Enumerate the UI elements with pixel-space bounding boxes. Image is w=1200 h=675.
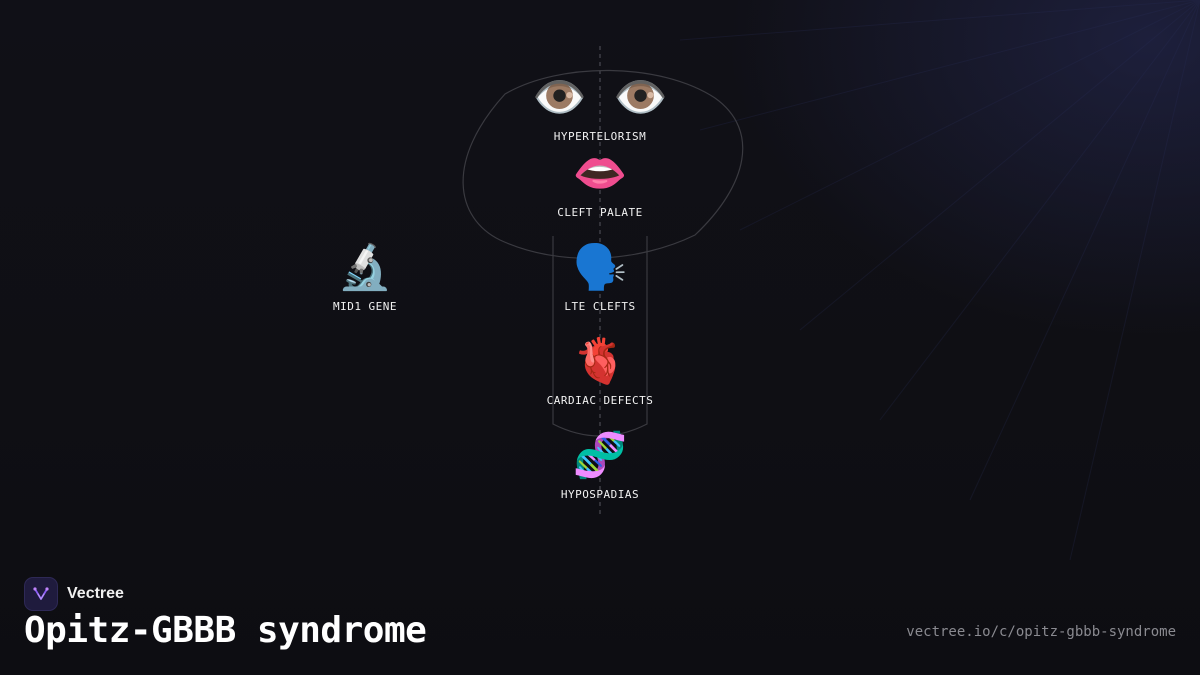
torso-outline (552, 236, 648, 437)
node-label-mid1-gene: MID1 GENE (332, 300, 398, 313)
brand[interactable]: Vectree (24, 577, 124, 611)
microscope-icon: 🔬 (337, 242, 393, 293)
node-label-hypospadias: HYPOSPADIAS (560, 488, 640, 501)
node-hypertelorism: 👁️ 👁️ HYPERTELORISM (532, 72, 668, 143)
speaking-head-icon: 🗣️ (572, 242, 628, 293)
node-cleft-palate: 👄 CLEFT PALATE (557, 148, 642, 219)
page-url-link[interactable]: vectree.io/c/opitz-gbbb-syndrome (906, 624, 1176, 640)
node-label-lte-clefts: LTE CLEFTS (564, 300, 636, 313)
eye-left-icon: 👁️ (532, 72, 587, 123)
dna-icon: 🧬 (572, 430, 628, 481)
page-title: Opitz-GBBB syndrome (24, 610, 427, 651)
node-label-hypertelorism: HYPERTELORISM (553, 130, 647, 143)
background-rays (680, 0, 1200, 560)
eye-right-icon: 👁️ (613, 72, 668, 123)
node-lte-clefts: 🗣️ LTE CLEFTS (564, 242, 635, 313)
node-label-cleft-palate: CLEFT PALATE (557, 206, 643, 219)
node-mid1-gene: 🔬 MID1 GENE (333, 242, 397, 313)
vectree-logo-icon (24, 577, 58, 611)
anatomical-heart-icon: 🫀 (572, 336, 628, 387)
node-label-cardiac-defects: CARDIAC DEFECTS (546, 394, 654, 407)
brand-name: Vectree (67, 585, 124, 602)
node-hypospadias: 🧬 HYPOSPADIAS (561, 430, 639, 501)
lips-icon: 👄 (572, 148, 628, 199)
eyes-icon: 👁️ 👁️ (532, 72, 668, 124)
head-outline (462, 69, 744, 259)
node-cardiac-defects: 🫀 CARDIAC DEFECTS (547, 336, 654, 407)
